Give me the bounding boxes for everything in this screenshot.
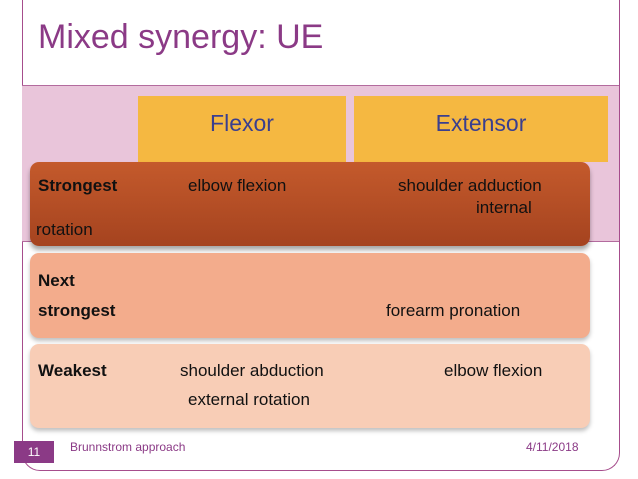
- column-header-flexor: Flexor: [138, 96, 346, 162]
- cell-next-extensor: forearm pronation: [386, 301, 521, 320]
- table-row-weakest: Weakest shoulder abduction external rota…: [30, 344, 590, 428]
- column-header-flexor-label: Flexor: [210, 110, 274, 136]
- cell-weakest-extensor: elbow flexion: [444, 361, 543, 380]
- cell-strongest-extensor-line2: internal: [476, 198, 532, 217]
- footer-date: 4/11/2018: [526, 440, 579, 454]
- row-label-next-line1: Next: [38, 271, 75, 290]
- cell-weakest-flexor-line1: shoulder abduction: [180, 361, 324, 380]
- footer-title: Brunnstrom approach: [70, 440, 186, 454]
- cell-strongest-extensor-line1: shoulder adduction: [398, 176, 542, 195]
- column-header-extensor: Extensor: [354, 96, 608, 162]
- cell-weakest-flexor-line2: external rotation: [188, 390, 310, 409]
- slide-number-label: 11: [27, 445, 41, 459]
- cell-strongest-flexor: elbow flexion: [188, 176, 287, 195]
- row-label-weakest: Weakest: [38, 361, 107, 380]
- table-row-strongest: Strongest elbow flexion shoulder adducti…: [30, 162, 590, 246]
- row-label-next-line2: strongest: [38, 301, 116, 320]
- cell-strongest-extensor-line3: rotation: [36, 220, 93, 239]
- column-header-extensor-label: Extensor: [435, 110, 527, 136]
- table-row-next-strongest: Next strongest forearm pronation: [30, 253, 590, 338]
- slide-number: 11: [14, 441, 54, 463]
- slide-title: Mixed synergy: UE: [38, 18, 324, 56]
- row-label-strongest: Strongest: [38, 176, 118, 195]
